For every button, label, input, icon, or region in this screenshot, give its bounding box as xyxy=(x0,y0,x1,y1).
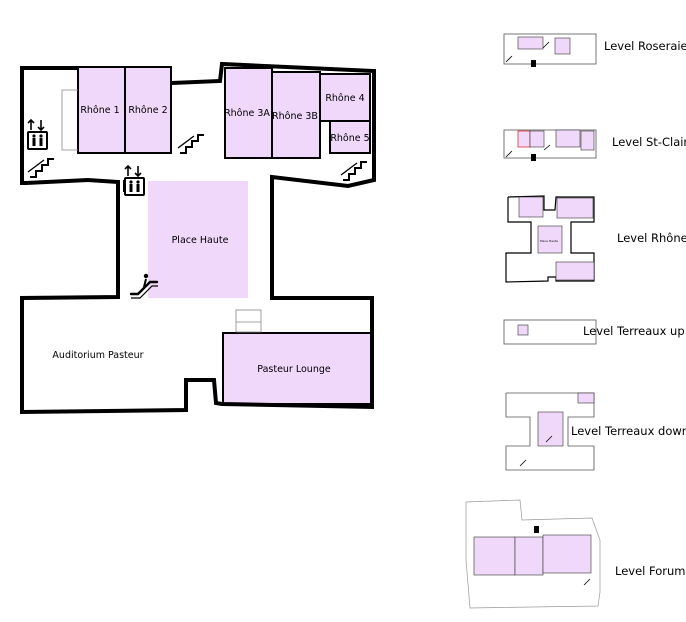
level-st-clair-thumbnail[interactable] xyxy=(503,129,597,161)
escalator-icon[interactable] xyxy=(129,273,159,299)
level-forum-thumbnail[interactable] xyxy=(465,499,601,609)
elevator-icon[interactable] xyxy=(124,164,145,196)
level-st-clair-label[interactable]: Level St-Clair xyxy=(612,135,686,149)
level-terreaux-down-thumbnail[interactable] xyxy=(505,392,595,471)
outer-wall xyxy=(20,61,376,415)
label-auditorium-pasteur: Auditorium Pasteur xyxy=(52,350,143,361)
level-forum-label[interactable]: Level Forum xyxy=(615,564,685,578)
room-rhone-2[interactable] xyxy=(124,66,172,154)
label-rhone-4: Rhône 4 xyxy=(325,93,364,104)
label-rhone-2: Rhône 2 xyxy=(128,105,167,116)
stairs-icon[interactable] xyxy=(340,161,367,181)
room-rhone-5[interactable] xyxy=(329,120,371,154)
room-rhone-3a[interactable] xyxy=(224,67,273,159)
label-pasteur-lounge: Pasteur Lounge xyxy=(257,364,331,375)
level-terreaux-up-thumbnail[interactable] xyxy=(503,319,597,345)
level-rhone-thumbnail[interactable]: Place Haute xyxy=(505,195,595,283)
label-rhone-3b: Rhône 3B xyxy=(272,111,318,122)
room-place-haute[interactable] xyxy=(148,181,248,298)
main-floor-plan: Rhône 1 Rhône 2 Rhône 3A Rhône 3B Rhône … xyxy=(20,61,376,415)
label-rhone-3a: Rhône 3A xyxy=(224,108,270,119)
label-place-haute: Place Haute xyxy=(172,235,229,246)
level-terreaux-down-label[interactable]: Level Terreaux down xyxy=(571,424,686,438)
svg-text:Place Haute: Place Haute xyxy=(540,239,558,243)
level-rhone-label[interactable]: Level Rhône xyxy=(617,231,686,245)
label-rhone-5: Rhône 5 xyxy=(330,133,369,144)
level-terreaux-up-label[interactable]: Level Terreaux up xyxy=(583,324,685,338)
room-rhone-1[interactable] xyxy=(77,66,126,154)
level-roseraie-label[interactable]: Level Roseraie xyxy=(604,39,686,53)
elevator-icon[interactable] xyxy=(27,118,48,150)
level-roseraie-thumbnail[interactable] xyxy=(503,33,597,67)
stairs-icon[interactable] xyxy=(27,158,54,178)
stairs-icon[interactable] xyxy=(177,134,204,154)
label-rhone-1: Rhône 1 xyxy=(80,105,119,116)
